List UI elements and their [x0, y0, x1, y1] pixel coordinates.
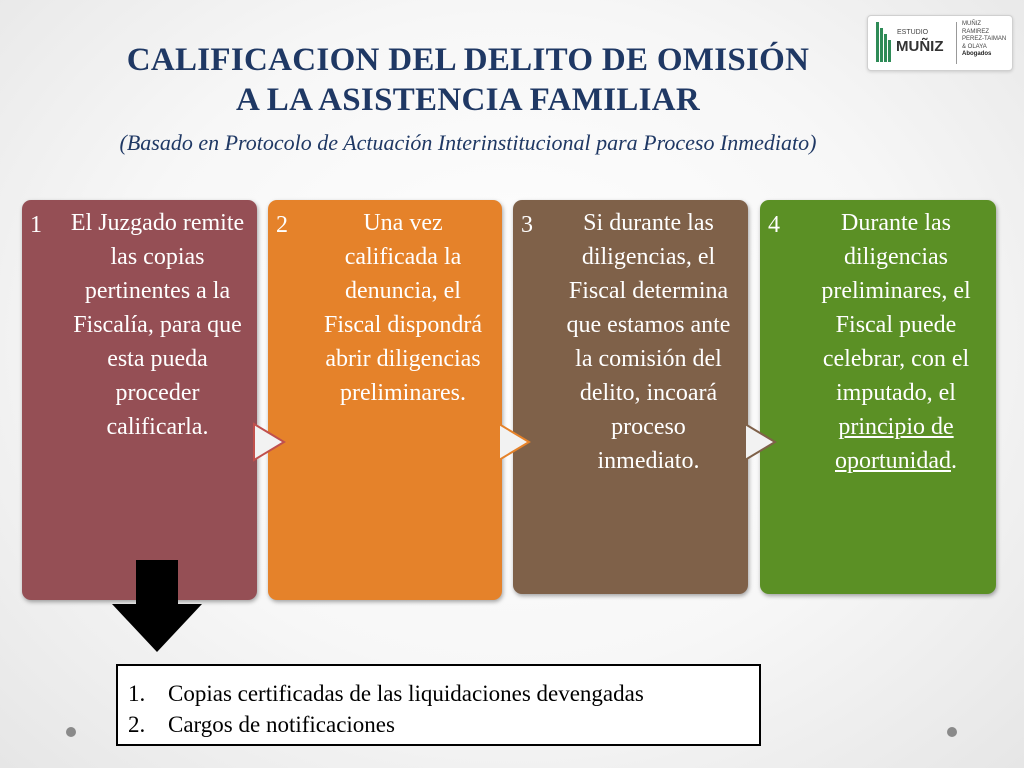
decorative-dot: [947, 727, 957, 737]
logo-divider: [956, 22, 957, 64]
logo-partners: MUÑIZ RAMIREZ PEREZ-TAIMAN & OLAYA Aboga…: [962, 21, 1007, 57]
chevron-right-icon: [744, 422, 777, 462]
title-line-1: CALIFICACION DEL DELITO DE OMISIÓN: [126, 42, 810, 78]
logo-studio-text: ESTUDIO: [897, 29, 929, 36]
list-item: 1.Copias certificadas de las liquidacion…: [128, 681, 644, 706]
step-box-2: 2 Una vez calificada la denuncia, el Fis…: [268, 200, 502, 600]
requirements-list: 1.Copias certificadas de las liquidacion…: [128, 678, 644, 740]
step-box-4: 4 Durante las diligencias preliminares, …: [760, 200, 996, 594]
principio-oportunidad-link: principio de oportunidad: [835, 414, 954, 474]
title-line-2: A LA ASISTENCIA FAMILIAR: [235, 82, 701, 118]
chevron-right-icon: [253, 422, 286, 462]
step-box-1: 1 El Juzgado remite las copias pertinent…: [22, 200, 257, 600]
step-number-2: 2: [276, 212, 288, 238]
step-box-3: 3 Si durante las diligencias, el Fiscal …: [513, 200, 748, 594]
logo-name-text: MUÑIZ: [896, 38, 944, 55]
step-text-2: Una vez calificada la denuncia, el Fisca…: [324, 210, 482, 406]
logo-bars-icon: [876, 22, 892, 62]
chevron-right-icon: [498, 422, 531, 462]
list-item: 2.Cargos de notificaciones: [128, 712, 395, 737]
step-number-4: 4: [768, 212, 780, 238]
arrow-down-icon: [112, 560, 202, 652]
studio-logo: ESTUDIO MUÑIZ MUÑIZ RAMIREZ PEREZ-TAIMAN…: [867, 15, 1013, 71]
step-number-3: 3: [521, 212, 533, 238]
step-number-1: 1: [30, 212, 42, 238]
slide-title: CALIFICACION DEL DELITO DE OMISIÓN A LA …: [0, 40, 936, 120]
step-text-4: Durante las diligencias preliminares, el…: [821, 210, 971, 474]
step-text-3: Si durante las diligencias, el Fiscal de…: [566, 210, 731, 474]
step-text-1: El Juzgado remite las copias pertinentes…: [70, 210, 245, 440]
requirements-box: 1.Copias certificadas de las liquidacion…: [116, 664, 761, 746]
slide-subtitle: (Basado en Protocolo de Actuación Interi…: [119, 130, 817, 155]
decorative-dot: [66, 727, 76, 737]
